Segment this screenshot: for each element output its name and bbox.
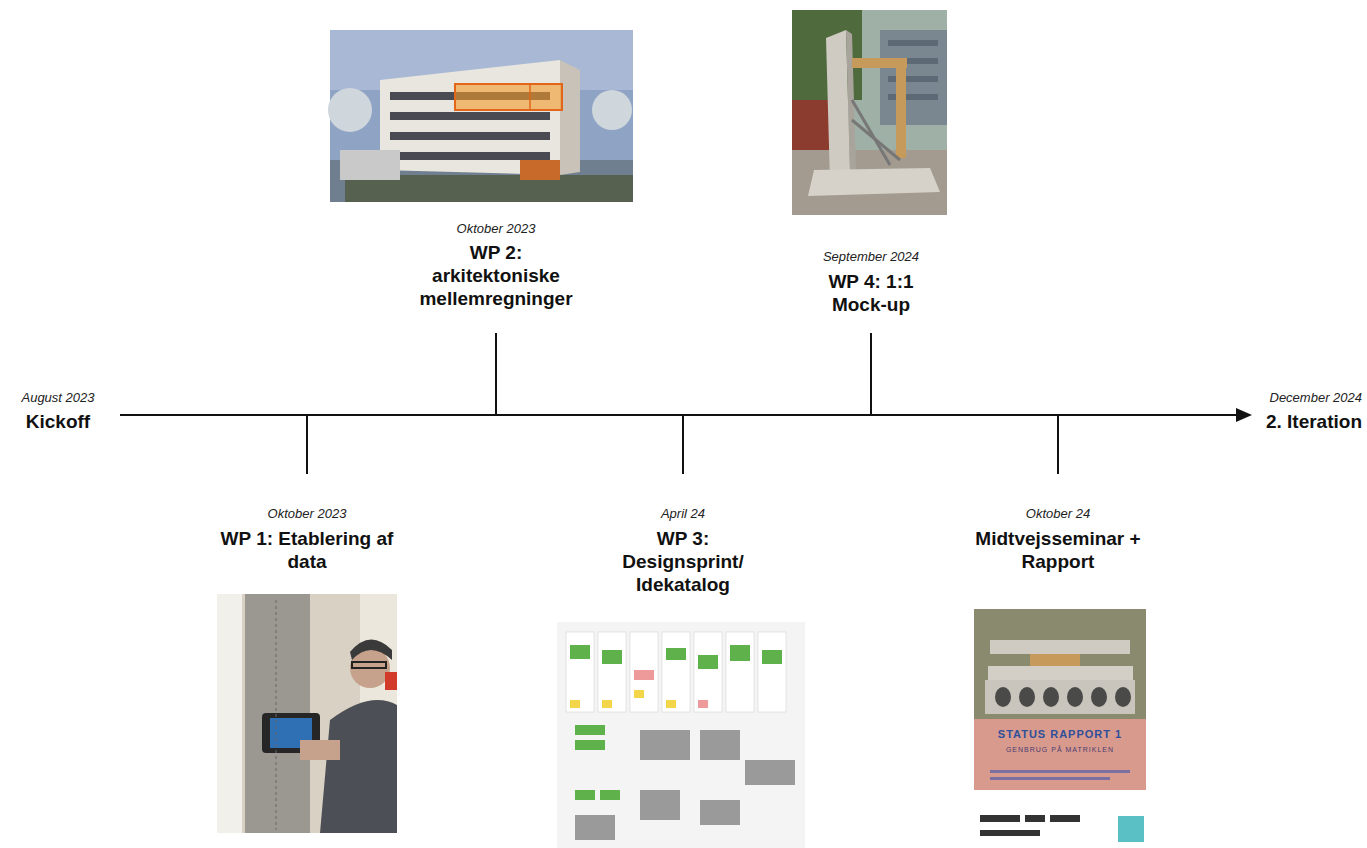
mock-up-photo <box>792 10 947 215</box>
date-label: Oktober 2023 <box>406 220 586 237</box>
milestone-title: WP 2: arkitektoniske mellemregninger <box>408 241 584 310</box>
milestone-title: WP 3: Designsprint/ Idekatalog <box>612 527 754 596</box>
report-subtitle: GENBRUG PÅ MATRIKLEN <box>976 745 1144 755</box>
milestone-title: WP 4: 1:1 Mock-up <box>801 270 941 316</box>
report-cover <box>974 609 1146 848</box>
report-title: STATUS RAPPORT 1 <box>976 727 1144 741</box>
point-cloud-image <box>328 30 633 202</box>
date-label: Oktober 2023 <box>217 505 397 522</box>
date-label: April 24 <box>593 505 773 522</box>
scanning-photo <box>217 594 397 833</box>
timeline-axis <box>120 333 1252 474</box>
milestone-title: WP 1: Etablering af data <box>219 527 395 573</box>
milestone-title: Kickoff <box>3 410 113 433</box>
date-label: August 2023 <box>3 389 113 406</box>
milestone-title: 2. Iteration <box>1232 410 1362 433</box>
date-label: Oktober 24 <box>968 505 1148 522</box>
date-label: December 2024 <box>1232 389 1362 406</box>
idea-board <box>557 622 805 848</box>
date-label: September 2024 <box>781 248 961 265</box>
milestone-title: Midtvejsseminar + Rapport <box>967 527 1149 573</box>
